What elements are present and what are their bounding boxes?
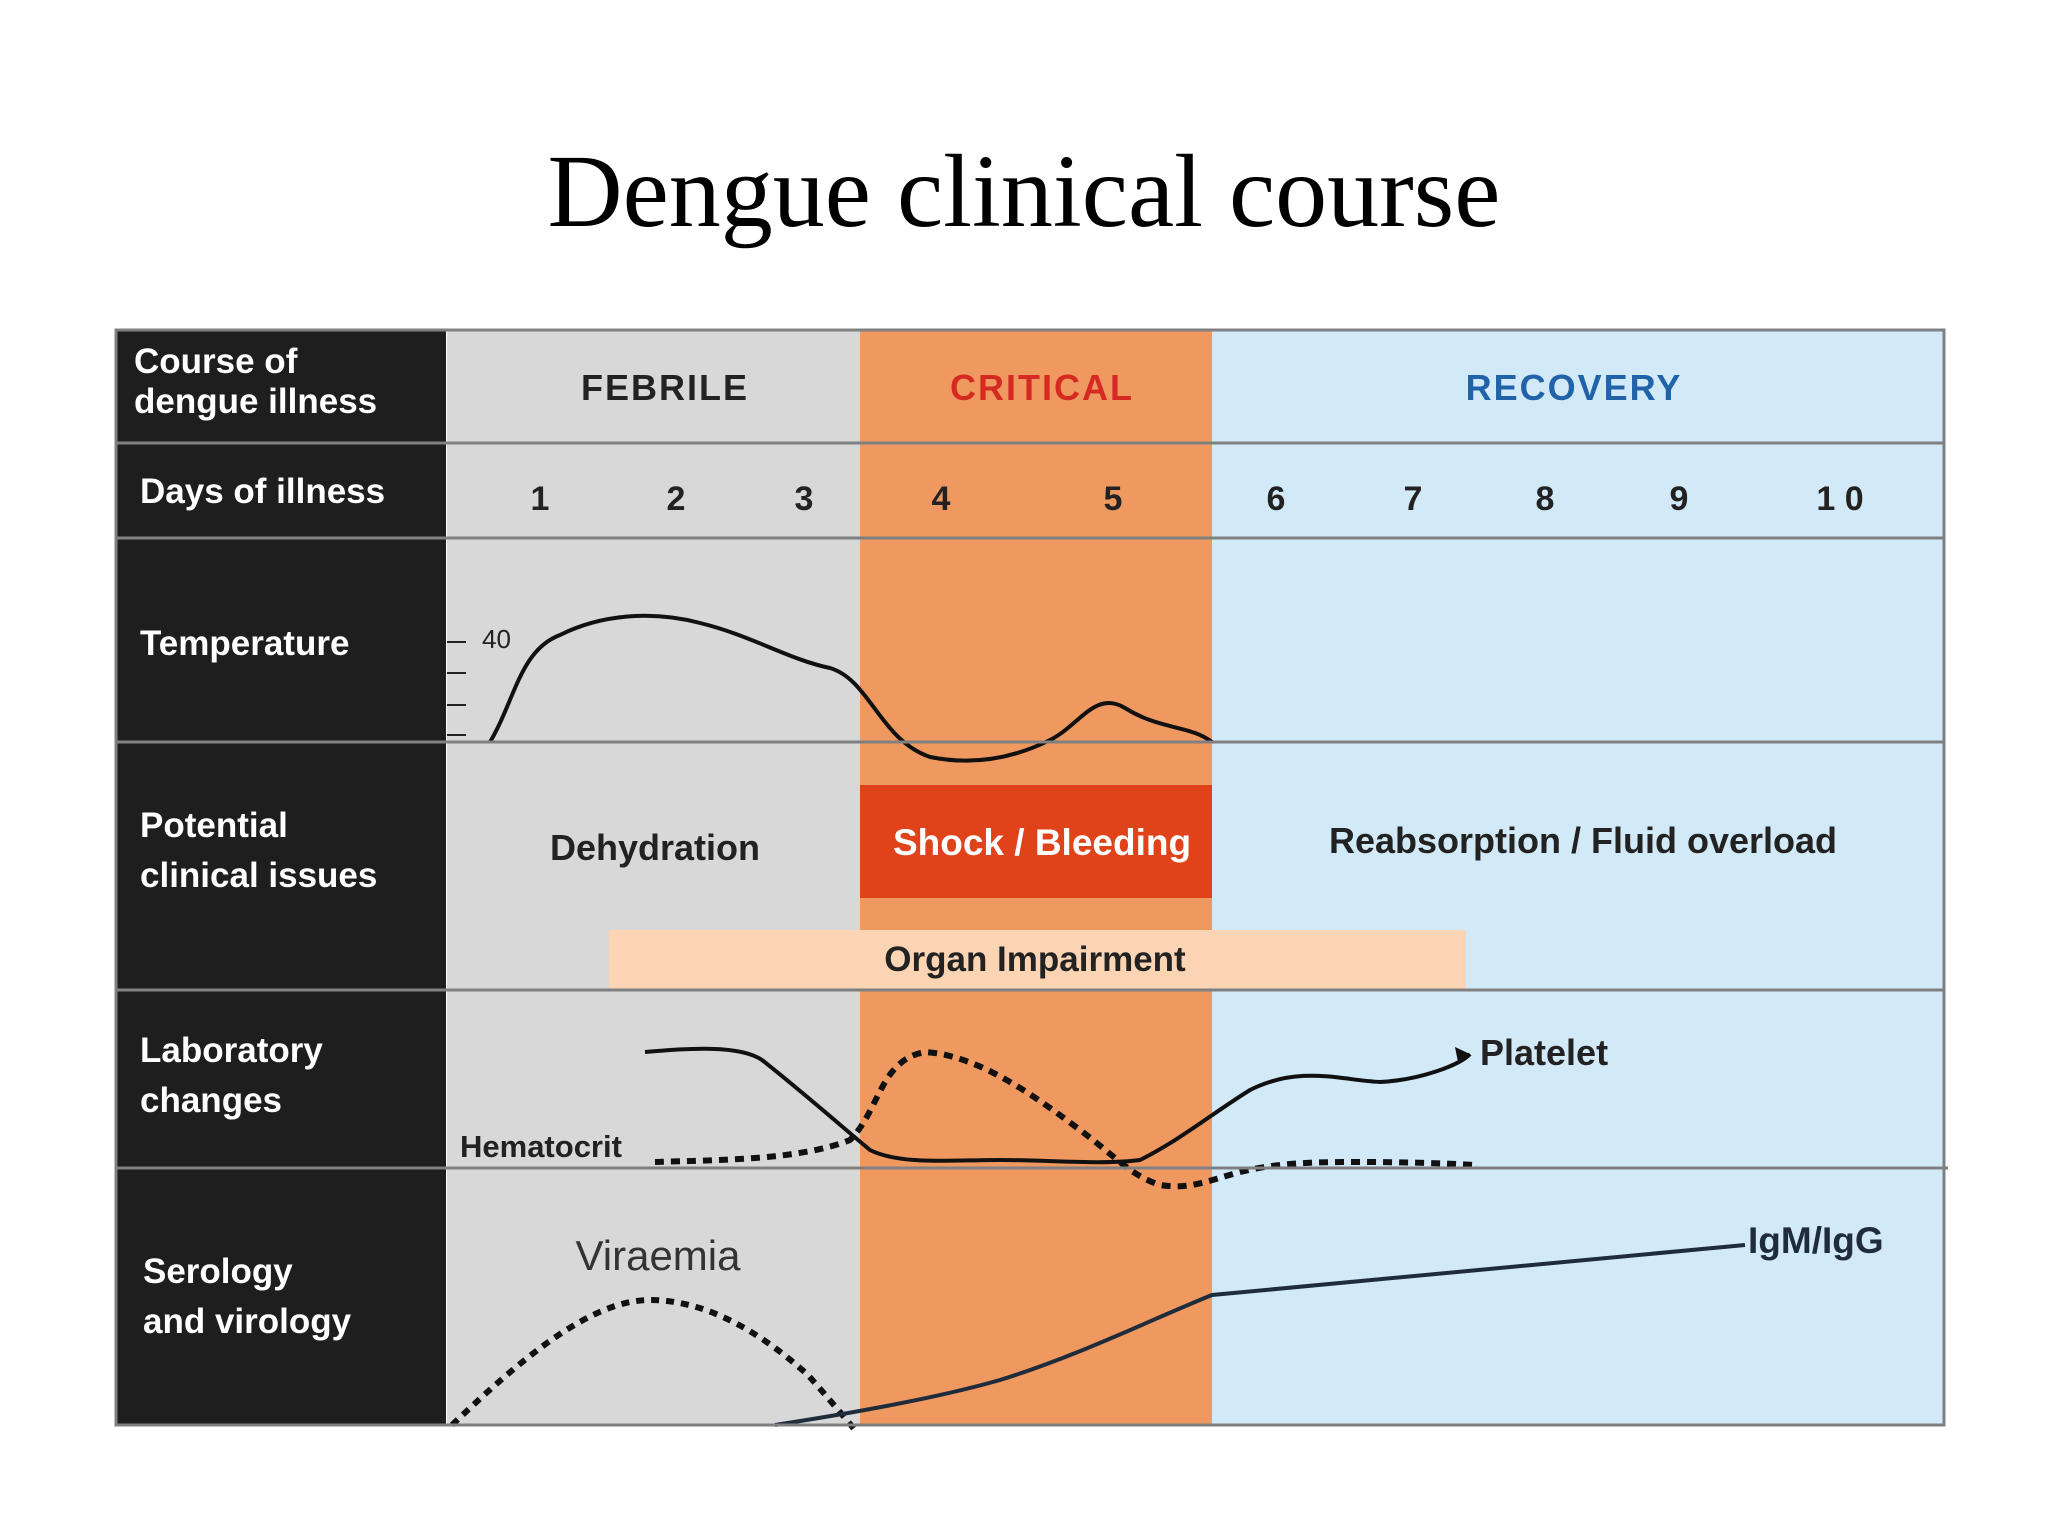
viraemia-curve bbox=[449, 1296, 858, 1432]
day-label: 2 bbox=[667, 480, 686, 518]
platelet-label: Platelet bbox=[1480, 1032, 1608, 1073]
day-label: 3 bbox=[795, 480, 814, 518]
day-label: 1 bbox=[531, 480, 550, 518]
day-label: 4 bbox=[932, 480, 951, 518]
viraemia-label: Viraemia bbox=[576, 1232, 742, 1279]
temperature-axis-ticks bbox=[447, 641, 466, 736]
shock-bleeding-label: Shock / Bleeding bbox=[893, 822, 1191, 863]
row-label-column bbox=[116, 330, 446, 1425]
day-label: 5 bbox=[1104, 480, 1123, 518]
dehydration-label: Dehydration bbox=[550, 827, 760, 868]
temperature-tick-label: 40 bbox=[482, 624, 511, 654]
organ-impairment-band bbox=[609, 930, 1466, 990]
organ-impairment-label: Organ Impairment bbox=[884, 940, 1186, 979]
recovery-phase-background bbox=[1212, 330, 1944, 1425]
phase-recovery-label: RECOVERY bbox=[1466, 367, 1683, 408]
page-title: Dengue clinical course bbox=[547, 134, 1501, 249]
day-label: 1 0 bbox=[1816, 480, 1863, 518]
row-label-laboratory: Laboratory changes bbox=[140, 1031, 333, 1120]
reabsorption-label: Reabsorption / Fluid overload bbox=[1329, 820, 1837, 861]
day-label: 6 bbox=[1267, 480, 1286, 518]
row-label-course: Course of dengue illness bbox=[134, 342, 377, 421]
igm-igg-curve bbox=[774, 1243, 1746, 1427]
hematocrit-label: Hematocrit bbox=[460, 1129, 622, 1164]
phase-critical-label: CRITICAL bbox=[950, 367, 1134, 408]
day-label: 7 bbox=[1404, 480, 1423, 518]
diagram-grid bbox=[114, 328, 1948, 1427]
row-label-days: Days of illness bbox=[140, 472, 385, 511]
row-label-issues: Potential clinical issues bbox=[140, 806, 377, 895]
phase-febrile-label: FEBRILE bbox=[581, 367, 749, 408]
temperature-curve bbox=[488, 613, 1214, 763]
hematocrit-curve bbox=[654, 1048, 1476, 1190]
febrile-phase-background bbox=[447, 330, 860, 1425]
day-label: 8 bbox=[1536, 480, 1555, 518]
igm-igg-label: IgM/IgG bbox=[1748, 1220, 1884, 1261]
day-label: 9 bbox=[1670, 480, 1689, 518]
row-label-temperature: Temperature bbox=[140, 624, 349, 663]
platelet-arrow-head bbox=[1455, 1047, 1470, 1062]
shock-bleeding-box bbox=[860, 785, 1212, 898]
row-label-serology: Serology and virology bbox=[143, 1252, 352, 1341]
platelet-curve bbox=[644, 1046, 1472, 1165]
